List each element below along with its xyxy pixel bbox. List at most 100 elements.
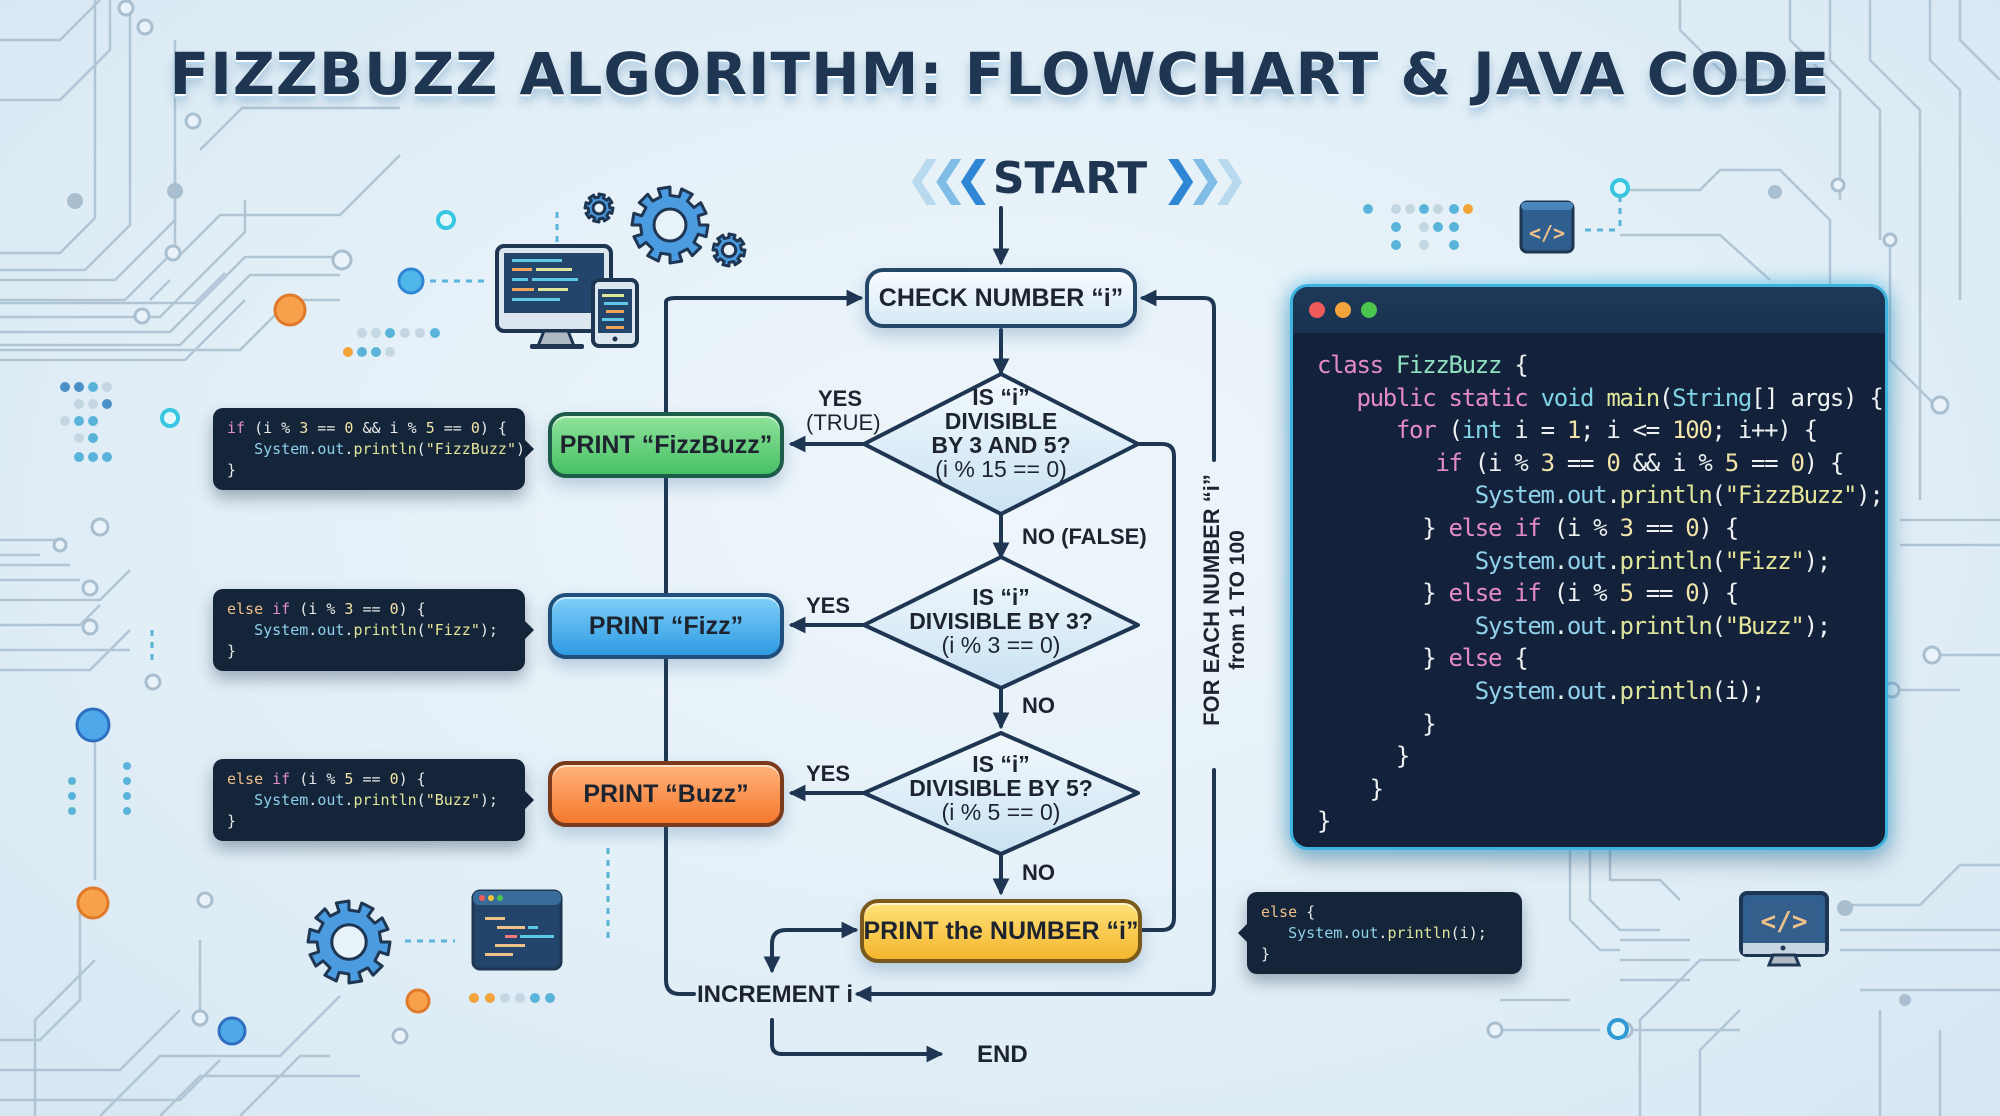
- snippet-fizz: else if (i % 3 == 0) { System.out.printl…: [213, 589, 534, 671]
- snippet-buzz-line: System.out.println("Buzz");: [254, 791, 498, 809]
- loop-label-line1: FOR EACH NUMBER “i”: [1199, 474, 1224, 726]
- snippet-fizzbuzz-line: }: [227, 461, 237, 479]
- circuit-traces-left: [0, 0, 401, 1116]
- monitor-code-icon: </>: [1739, 891, 1829, 967]
- no-label-3: NO: [1022, 693, 1055, 718]
- decision-5-line2: DIVISIBLE BY 5?: [909, 775, 1093, 801]
- yes-label-3: YES: [806, 593, 851, 618]
- start-terminal: ❮❮❮ START ❯❯❯: [860, 148, 1280, 208]
- code-line: if (i % 3 == 0 && i % 5 == 0) {: [1435, 448, 1844, 477]
- glowing-nodes: [75, 178, 1630, 1046]
- snippet-buzz-line: }: [227, 812, 237, 830]
- snippet-number-line: System.out.println(i);: [1288, 924, 1487, 942]
- decision-3-line2: DIVISIBLE BY 3?: [909, 608, 1093, 634]
- desktop-code-icon: [495, 244, 613, 349]
- line-d1-right: [1135, 442, 1176, 932]
- snippet-fizz-line: System.out.println("Fizz");: [254, 621, 498, 639]
- arrow-loop-to-check: [664, 289, 864, 480]
- decision-diamond-15: [862, 372, 1140, 516]
- line-left-trunk: [664, 476, 696, 996]
- code-brackets-icon: </>: [1519, 200, 1575, 254]
- gear-icon-large: [630, 185, 710, 265]
- loop-label: FOR EACH NUMBER “i” from 1 TO 100: [1180, 460, 1270, 740]
- snippet-number-line: else {: [1261, 903, 1316, 921]
- code-line: System.out.println("FizzBuzz");: [1474, 481, 1884, 510]
- maximize-dot-icon: [1361, 302, 1377, 318]
- decision-15-line2: DIVISIBLE: [944, 408, 1058, 434]
- code-line: System.out.println("Fizz");: [1474, 546, 1831, 575]
- arrow-right-loop-to-check: [1139, 289, 1216, 462]
- decision-5-expr: (i % 5 == 0): [941, 799, 1061, 825]
- yes-label-15: YES (TRUE): [806, 386, 881, 435]
- print-fizz-node: PRINT “Fizz”: [548, 593, 784, 659]
- snippet-fizz-line: }: [227, 642, 237, 660]
- svg-text:</>: </>: [1529, 221, 1565, 245]
- print-number-node: PRINT the NUMBER “i”: [860, 899, 1142, 963]
- no-label-5: NO: [1022, 860, 1055, 885]
- code-line: }: [1317, 807, 1331, 836]
- start-label: START: [992, 152, 1148, 204]
- code-line: }: [1317, 709, 1436, 738]
- snippet-fizzbuzz-line: System.out.println("FizzBuzz");: [254, 440, 535, 458]
- decision-15-text: IS “i” DIVISIBLE BY 3 AND 5? (i % 15 == …: [880, 385, 1122, 481]
- yes-label-15-sub: (TRUE): [806, 410, 881, 435]
- loop-label-line2: from 1 TO 100: [1226, 530, 1249, 670]
- snippet-fizzbuzz-line: if (i % 3 == 0 && i % 5 == 0) {: [227, 419, 507, 437]
- code-line: class FizzBuzz {: [1317, 351, 1529, 379]
- page-title: FIZZBUZZ ALGORITHM: FLOWCHART & JAVA COD…: [169, 40, 1831, 108]
- snippet-number-line: }: [1261, 945, 1271, 963]
- print-fizzbuzz-node: PRINT “FizzBuzz”: [548, 412, 784, 478]
- decision-3-line1: IS “i”: [972, 584, 1030, 610]
- minimize-dot-icon: [1335, 302, 1351, 318]
- code-line: }: [1317, 774, 1384, 803]
- code-line: } else if (i % 5 == 0) {: [1317, 579, 1739, 608]
- decision-diamond-5: [862, 731, 1140, 856]
- code-line: public static void main(String[] args) {: [1356, 383, 1883, 412]
- svg-text:</>: </>: [1761, 907, 1808, 937]
- code-line: System.out.println(i);: [1474, 676, 1766, 705]
- check-number-node: CHECK NUMBER “i”: [865, 268, 1137, 328]
- yes-label-15-text: YES: [817, 386, 863, 411]
- circuit-ring-nodes: [52, 0, 1950, 1045]
- gear-icons: [306, 185, 747, 985]
- double-chevron-right-icon: ❯❯❯: [1161, 151, 1248, 205]
- increment-label: INCREMENT i: [697, 981, 853, 1008]
- code-line: } else if (i % 3 == 0) {: [1317, 513, 1739, 542]
- decision-3-text: IS “i” DIVISIBLE BY 3? (i % 3 == 0): [880, 585, 1122, 657]
- decision-15-expr: (i % 15 == 0): [935, 456, 1067, 482]
- arrow-number-to-increment: [763, 928, 857, 974]
- gear-icon-small: [711, 232, 747, 268]
- code-line: } else {: [1317, 644, 1529, 673]
- decision-15-line1: IS “i”: [972, 384, 1030, 410]
- code-line: }: [1317, 742, 1410, 771]
- tablet-code-icon: [591, 278, 639, 348]
- gear-icon-bottom: [306, 899, 392, 985]
- snippet-fizzbuzz: if (i % 3 == 0 && i % 5 == 0) { System.o…: [213, 408, 535, 490]
- decision-diamonds: [862, 372, 1140, 856]
- snippet-number: else { System.out.println(i);}: [1238, 892, 1522, 974]
- arrow-to-end: [770, 1018, 944, 1063]
- close-dot-icon: [1309, 302, 1325, 318]
- decision-5-line1: IS “i”: [972, 751, 1030, 777]
- gear-icon-small: [583, 192, 615, 224]
- java-code-window: class FizzBuzz { public static void main…: [1290, 284, 1888, 850]
- snippet-buzz-line: else if (i % 5 == 0) {: [227, 770, 426, 788]
- yes-label-5: YES: [806, 761, 851, 786]
- code-line: for (int i = 1; i <= 100; i++) {: [1395, 416, 1818, 445]
- decision-15-line3: BY 3 AND 5?: [931, 432, 1071, 458]
- code-window-icon: [471, 889, 563, 971]
- snippet-fizz-line: else if (i % 3 == 0) {: [227, 600, 426, 618]
- circuit-nodes: [67, 183, 1911, 1006]
- decision-diamond-3: [862, 555, 1140, 690]
- line-right-loop-lower: [1208, 768, 1216, 996]
- code-window-titlebar: [1293, 287, 1885, 333]
- no-label-15: NO (FALSE): [1022, 524, 1147, 549]
- snippet-buzz: else if (i % 5 == 0) { System.out.printl…: [213, 759, 534, 841]
- java-code-body: class FizzBuzz { public static void main…: [1293, 333, 1885, 838]
- dashed-connectors: [150, 196, 1622, 943]
- circuit-traces-right: [1500, 0, 2000, 1116]
- dot-matrix-decor: [60, 204, 1473, 1003]
- print-buzz-node: PRINT “Buzz”: [548, 761, 784, 827]
